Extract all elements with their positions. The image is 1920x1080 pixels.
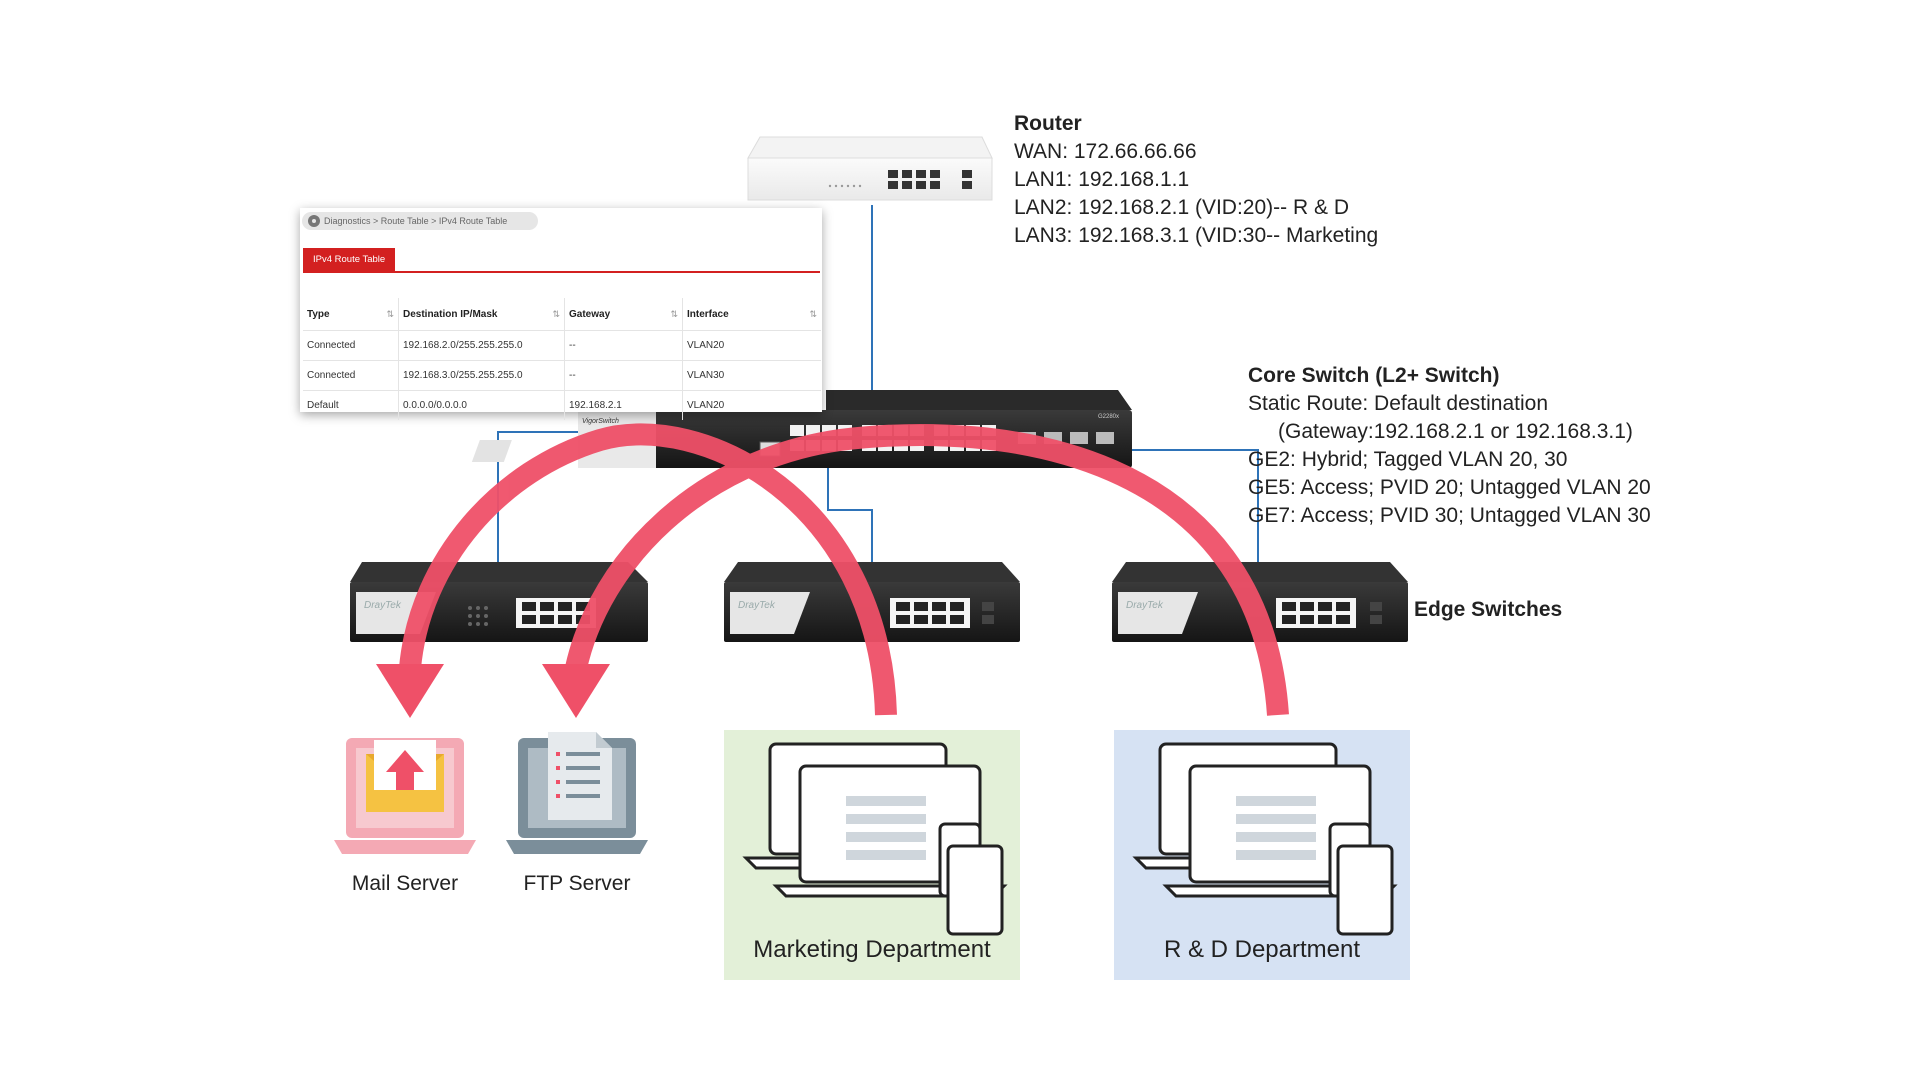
- column-header-destination[interactable]: Destination IP/Mask⇅: [398, 298, 565, 331]
- cell-interface: VLAN20: [682, 330, 821, 361]
- rd-to-ftp-arrow: [565, 424, 1289, 716]
- mail-server-icon: [334, 738, 476, 854]
- core-switch-model: G2280x: [1098, 414, 1120, 420]
- router-lan2: LAN2: 192.168.2.1 (VID:20)-- R & D: [1014, 196, 1349, 219]
- marketing-department-label: Marketing Department: [753, 936, 991, 963]
- core-switch-title: Core Switch (L2+ Switch): [1248, 364, 1500, 387]
- core-switch-info: Core Switch (L2+ Switch) Static Route: D…: [1248, 362, 1651, 530]
- router-lan3: LAN3: 192.168.3.1 (VID:30-- Marketing: [1014, 224, 1379, 247]
- router-wan: WAN: 172.66.66.66: [1014, 140, 1197, 163]
- column-header-interface[interactable]: Interface⇅: [687, 308, 817, 320]
- marketing-to-mail-arrow: [399, 423, 897, 716]
- core-ge7: GE7: Access; PVID 30; Untagged VLAN 30: [1248, 504, 1651, 527]
- table-row: Connected 192.168.3.0/255.255.255.0 -- V…: [303, 360, 821, 391]
- cell-gateway: --: [564, 360, 683, 391]
- table-row: Default 0.0.0.0/0.0.0.0 192.168.2.1 VLAN…: [303, 390, 821, 420]
- edge-switch-1-brand: DrayTek: [364, 600, 401, 611]
- core-ge5: GE5: Access; PVID 20; Untagged VLAN 20: [1248, 476, 1651, 499]
- core-switch-brand: VigorSwitch: [582, 418, 619, 425]
- table-row: Connected 192.168.2.0/255.255.255.0 -- V…: [303, 330, 821, 361]
- ftp-arrow-head: [542, 664, 610, 718]
- sort-icon[interactable]: ⇅: [552, 309, 560, 319]
- marketing-device-rows: [846, 796, 926, 860]
- ftp-server-label: FTP Server: [523, 872, 631, 895]
- breadcrumb-text: Diagnostics > Route Table > IPv4 Route T…: [324, 216, 508, 226]
- rd-department-label: R & D Department: [1163, 936, 1361, 963]
- cell-type: Connected: [303, 360, 399, 391]
- core-gateway: (Gateway:192.168.2.1 or 192.168.3.1): [1278, 420, 1633, 443]
- router-lan1: LAN1: 192.168.1.1: [1014, 168, 1190, 191]
- cell-destination: 192.168.2.0/255.255.255.0: [398, 330, 565, 361]
- cell-interface: VLAN20: [682, 390, 821, 420]
- router-title: Router: [1014, 112, 1082, 135]
- tab-ipv4-route-table[interactable]: IPv4 Route Table: [303, 248, 396, 272]
- sort-icon[interactable]: ⇅: [386, 309, 394, 319]
- traffic-arrows: [399, 423, 1289, 716]
- mail-server-label: Mail Server: [351, 872, 459, 895]
- cell-interface: VLAN30: [682, 360, 821, 391]
- edge-switch-3-brand: DrayTek: [1126, 600, 1163, 611]
- cell-gateway: 192.168.2.1: [564, 390, 683, 420]
- column-header-gateway[interactable]: Gateway⇅: [564, 298, 683, 331]
- sort-icon[interactable]: ⇅: [670, 309, 678, 319]
- router-device: [747, 136, 993, 201]
- cell-gateway: --: [564, 330, 683, 361]
- rd-device-rows: [1236, 796, 1316, 860]
- router-info: Router WAN: 172.66.66.66 LAN1: 192.168.1…: [1014, 110, 1378, 250]
- location-pin-icon: [308, 215, 320, 227]
- cell-destination: 192.168.3.0/255.255.255.0: [398, 360, 565, 391]
- edge-switches-label: Edge Switches: [1414, 598, 1563, 621]
- route-table: Type⇅ Destination IP/Mask⇅ Gateway⇅ Inte…: [303, 298, 821, 420]
- edge-switch-2-brand: DrayTek: [738, 600, 775, 611]
- ftp-server-icon: [506, 732, 648, 854]
- breadcrumb[interactable]: Diagnostics > Route Table > IPv4 Route T…: [302, 212, 538, 230]
- cell-type: Default: [303, 390, 399, 420]
- sort-icon[interactable]: ⇅: [809, 309, 817, 319]
- table-header-row: Type⇅ Destination IP/Mask⇅ Gateway⇅ Inte…: [303, 298, 821, 331]
- column-header-type[interactable]: Type⇅: [303, 298, 399, 331]
- core-static-route: Static Route: Default destination: [1248, 392, 1549, 415]
- mail-arrow-head: [376, 664, 444, 718]
- core-to-edge3-link: [1100, 449, 1259, 568]
- tab-underline: [303, 271, 820, 273]
- core-ge2: GE2: Hybrid; Tagged VLAN 20, 30: [1248, 448, 1568, 471]
- cell-type: Connected: [303, 330, 399, 361]
- route-table-panel: Diagnostics > Route Table > IPv4 Route T…: [300, 208, 822, 420]
- cell-destination: 0.0.0.0/0.0.0.0: [398, 390, 565, 420]
